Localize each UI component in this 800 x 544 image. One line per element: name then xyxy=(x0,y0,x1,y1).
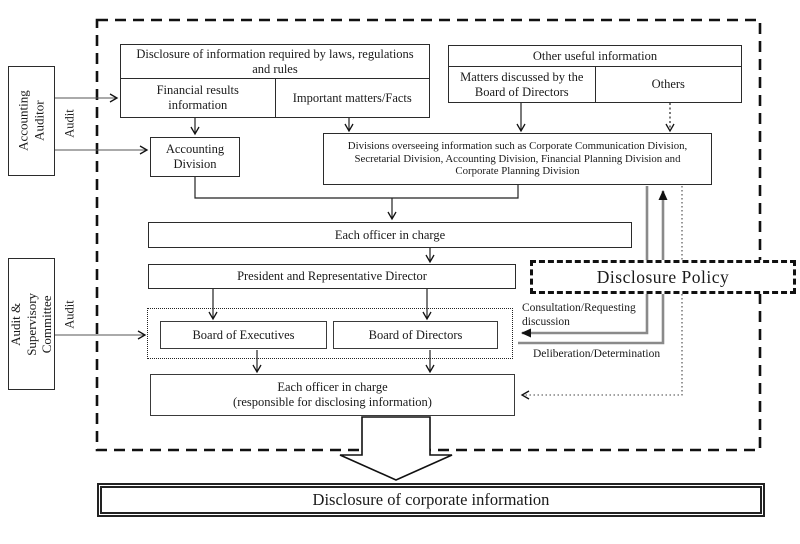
each-officer-in-charge-box: Each officer in charge xyxy=(148,222,632,248)
wire-deliberation xyxy=(518,190,668,345)
accounting-auditor-box: Accounting Auditor xyxy=(8,66,55,176)
connector-accounting-divisions-join xyxy=(194,177,519,199)
consultation-label: Consultation/Requesting discussion xyxy=(522,302,636,329)
laws-disclosure-group: Disclosure of information required by la… xyxy=(120,44,430,118)
laws-group-header: Disclosure of information required by la… xyxy=(121,45,429,79)
deliberation-label: Deliberation/Determination xyxy=(533,348,661,360)
policy-gray-wires xyxy=(518,186,668,345)
president-box: President and Representative Director xyxy=(148,264,516,289)
audit-label-top: Audit xyxy=(62,108,77,138)
other-group-header: Other useful information xyxy=(449,46,741,67)
boards-dotted-frame xyxy=(147,308,513,359)
audit-supervisory-committee-box: Audit & Supervisory Committee xyxy=(8,258,55,390)
financial-results-cell: Financial results information xyxy=(156,83,239,112)
board-of-directors-box: Board of Directors xyxy=(333,321,498,349)
disclosing-officer-line2: (responsible for disclosing information) xyxy=(233,395,432,409)
accounting-auditor-label: Accounting Auditor xyxy=(15,90,47,152)
audit-label-bottom: Audit xyxy=(62,299,77,329)
important-matters-cell: Important matters/Facts xyxy=(274,79,430,117)
disclosing-officer-box: Each officer in charge (responsible for … xyxy=(150,374,515,416)
others-cell: Others xyxy=(594,67,742,102)
corporate-disclosure-banner: Disclosure of corporate information xyxy=(97,483,765,517)
dotted-policy-to-officer2 xyxy=(520,186,683,400)
accounting-division-box: Accounting Division xyxy=(150,137,240,177)
other-information-group: Other useful information Matters discuss… xyxy=(448,45,742,103)
board-matters-cell: Matters discussed by the Board of Direct… xyxy=(460,69,584,99)
wire-consultation xyxy=(521,186,649,338)
audit-arrows xyxy=(55,93,149,340)
flow-arrows xyxy=(190,103,675,374)
board-of-executives-box: Board of Executives xyxy=(160,321,327,349)
overseeing-divisions-box: Divisions overseeing information such as… xyxy=(323,133,712,185)
disclosing-officer-line1: Each officer in charge xyxy=(277,380,388,395)
disclosure-policy-box: Disclosure Policy xyxy=(530,260,796,294)
audit-supervisory-committee-label: Audit & Supervisory Committee xyxy=(8,292,55,356)
